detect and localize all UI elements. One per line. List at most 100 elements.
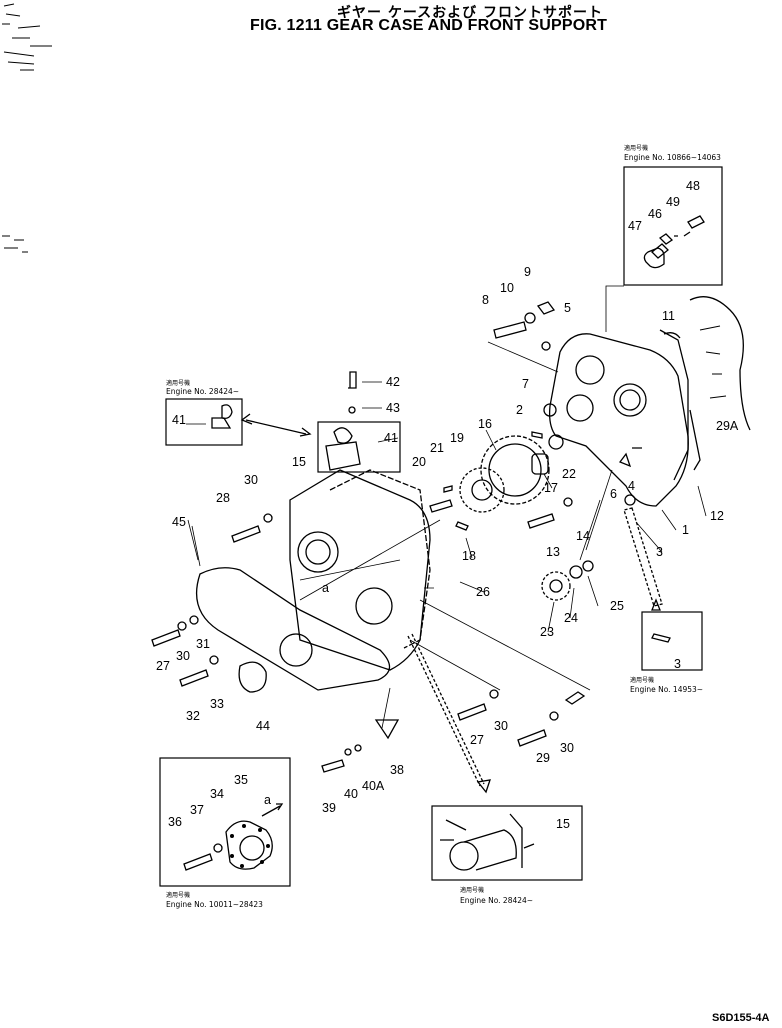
callout: 12: [710, 509, 724, 523]
support-bore: [355, 587, 393, 625]
callout: 43: [386, 401, 400, 415]
callout: 33: [210, 697, 224, 711]
inset-box: [165, 398, 243, 446]
inset-case-edge: [509, 813, 535, 868]
inset-note-jp: 適用号機: [460, 886, 484, 894]
part-20-bolt: [429, 499, 453, 513]
drawing-code: S6D155-4A: [712, 1012, 770, 1024]
callout: 11: [662, 309, 675, 323]
engine-block-outline: [689, 296, 751, 431]
part-41-bracket-2: [325, 427, 361, 471]
part-30-washer: [549, 711, 559, 721]
callout: 10: [500, 281, 514, 295]
callout: 25: [610, 599, 624, 613]
callout: 49: [666, 195, 680, 209]
callout: 9: [524, 265, 531, 279]
callout: 30: [560, 741, 574, 755]
part-12-rod: [689, 409, 701, 471]
inset-note-engine: Engine No. 28424~: [460, 896, 533, 905]
inset-bottom-left: 適用号機 Engine No. 10011~28423: [159, 757, 291, 909]
callout: a: [322, 581, 329, 595]
inset-box: [159, 757, 291, 887]
inset-note-jp: 適用号機: [166, 891, 190, 899]
part-47-washer: [643, 247, 665, 269]
callout: 2: [516, 403, 523, 417]
support-arm-bore: [279, 633, 313, 667]
figure-title: FIG. 1211 GEAR CASE AND FRONT SUPPORT: [250, 17, 608, 34]
part-30-washer: [489, 689, 499, 699]
callout: 38: [390, 763, 404, 777]
part-26-gasket: [329, 469, 431, 649]
callout: 31: [196, 637, 210, 651]
part-5-plug: [541, 341, 551, 351]
callout: 1: [682, 523, 689, 537]
callout: 5: [564, 301, 571, 315]
part-29-bolt: [517, 729, 547, 747]
callout: 20: [412, 455, 426, 469]
callout: 4: [628, 479, 635, 493]
inset-bracket-41: [317, 421, 401, 473]
callout: 7: [522, 377, 529, 391]
part-17-bushing: [531, 453, 549, 475]
callout: 30: [176, 649, 190, 663]
case-bore-inner: [619, 389, 641, 411]
part-36-bolt: [183, 853, 213, 871]
inset-pump-body: [463, 829, 517, 871]
callout: 15: [556, 817, 570, 831]
callout: 36: [168, 815, 182, 829]
inset-top-right: 適用号機 Engine No. 10866~14063: [623, 144, 723, 286]
callout: 48: [686, 179, 700, 193]
part-43-washer: [348, 406, 356, 414]
arrow-a: [261, 803, 284, 817]
part-18-pin: [455, 521, 469, 531]
part-10-washer: [524, 312, 536, 324]
part-32-bolt: [179, 669, 209, 687]
callout: 22: [562, 467, 576, 481]
part-40a-washer: [354, 744, 362, 752]
part-3-stud: [623, 507, 663, 607]
callout: 34: [210, 787, 224, 801]
part-40-washer: [344, 748, 352, 756]
case-bore: [575, 355, 605, 385]
part-3-pin: [651, 633, 671, 643]
inset-box: [641, 611, 703, 671]
case-bore: [613, 383, 647, 417]
callout: 3: [656, 545, 663, 559]
callout: 41: [172, 413, 186, 427]
callout: 18: [462, 549, 476, 563]
callout: 13: [546, 545, 560, 559]
callout: 3: [674, 657, 681, 671]
arrow-rod: [476, 779, 491, 794]
inset-box: [431, 805, 583, 881]
part-34-cover: [225, 820, 273, 870]
double-arrow: [240, 413, 312, 437]
part-44-seal: [238, 661, 267, 693]
part-30-washer: [263, 513, 273, 523]
inset-note-jp: 適用号機: [166, 379, 190, 387]
part-6-dowel: [618, 447, 642, 468]
callout: 27: [156, 659, 170, 673]
callout: 39: [322, 801, 336, 815]
part-24-washer: [569, 565, 583, 579]
part-46-fitting: [651, 233, 674, 259]
part-19-gear-hub: [471, 479, 493, 501]
callout: 8: [482, 293, 489, 307]
callout-labels: 1 2 3 3 4 5 6 7 8 9 10 11 12 13 14 15 15…: [156, 179, 739, 831]
part-35-housing: [239, 835, 265, 861]
inset-box: [623, 166, 723, 286]
callout: 27: [470, 733, 484, 747]
callout: 45: [172, 515, 186, 529]
part-19-gear: [459, 467, 505, 513]
scan-noise: [2, 3, 52, 253]
inset-left: 適用号機 Engine No. 28424~: [165, 379, 243, 446]
figure-title-japanese: ギヤー ケースおよび フロントサポート: [337, 5, 604, 21]
part-27-bolt-2: [457, 703, 487, 721]
part-33-washer: [209, 655, 219, 665]
label-leaders: [186, 381, 707, 633]
part-37-washer: [213, 843, 223, 853]
callout: 44: [256, 719, 270, 733]
inset-box: [317, 421, 401, 473]
part-39-bolt: [321, 759, 345, 773]
part-23-gear: [541, 571, 571, 601]
